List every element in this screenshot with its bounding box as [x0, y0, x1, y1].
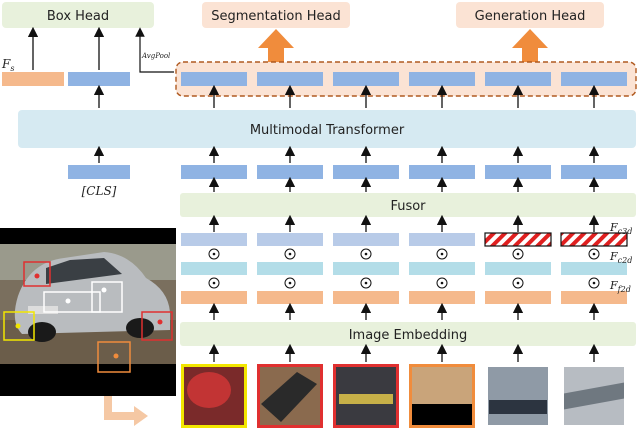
dot-operator-center: [440, 252, 444, 256]
transformer-output-arrows: [208, 84, 600, 108]
fc2d-token: [181, 262, 247, 275]
scene-bbox-orange: [97, 341, 131, 373]
patch-border: [257, 364, 323, 428]
generation-up-arrow: [512, 29, 548, 66]
box-head: [2, 2, 154, 28]
dot-operator-center: [288, 281, 292, 285]
dot-operator-center: [592, 252, 596, 256]
avgpool-label: AvgPool: [141, 52, 170, 60]
fusor: [180, 193, 636, 217]
fused-token: [485, 165, 551, 179]
ff2d-token: [409, 291, 475, 304]
patch-border: [409, 364, 475, 428]
multimodal-transformer: [18, 110, 636, 148]
ff2d-token: [257, 291, 323, 304]
patch-detail: [261, 372, 317, 422]
dot-operator-center: [516, 281, 520, 285]
feature-arrows: [208, 214, 600, 320]
pooled-token: [68, 72, 130, 86]
fc2d-token: [561, 262, 627, 275]
generation-head: [456, 2, 604, 28]
fused-tokens: [181, 165, 627, 179]
fused-arrows: [208, 145, 600, 192]
multimodal-transformer-label: Multimodal Transformer: [250, 123, 405, 138]
ff2d-label: Ff2d: [609, 279, 631, 294]
avgpool-connector: [135, 27, 174, 73]
dot-operator-center: [364, 252, 368, 256]
fc2d-label: Fc2d: [609, 250, 632, 265]
fs-token: [2, 72, 64, 86]
segmentation-head: [202, 2, 350, 28]
patch-border: [485, 364, 551, 428]
fused-token: [257, 165, 323, 179]
image-patch: [485, 364, 551, 428]
ff2d-token: [561, 291, 627, 304]
output-token: [561, 72, 627, 86]
box-head-label: Box Head: [47, 9, 109, 24]
scene-bbox-white-1: [43, 291, 101, 313]
embedding-arrows: [208, 343, 600, 362]
output-token: [333, 72, 399, 86]
patch-detail: [489, 400, 547, 414]
fused-token: [333, 165, 399, 179]
dot-operator-center: [288, 252, 292, 256]
patch-detail: [339, 394, 393, 404]
fc2d-token: [485, 262, 551, 275]
fc3d-token: [333, 233, 399, 246]
ff2d-token: [485, 291, 551, 304]
fc3d-token: [257, 233, 323, 246]
patch-border: [181, 364, 247, 428]
patch-detail: [409, 404, 475, 428]
dot-operator-center: [516, 252, 520, 256]
output-token: [181, 72, 247, 86]
scene-bbox-yellow: [3, 311, 35, 341]
patch-detail: [561, 382, 627, 410]
cls-label: [CLS]: [82, 184, 117, 198]
ff2d-token: [333, 291, 399, 304]
scene-bbox-red-right: [141, 311, 173, 341]
fc3d-token: [560, 232, 628, 247]
fused-token: [181, 165, 247, 179]
patch-detail: [187, 372, 231, 408]
dot-operator-center: [364, 281, 368, 285]
segmentation-head-label: Segmentation Head: [211, 9, 341, 24]
scene-bbox-red-top: [23, 261, 51, 287]
fc3d-token: [409, 233, 475, 246]
fused-token: [561, 165, 627, 179]
dot-operator-center: [592, 281, 596, 285]
crop-arrow: [104, 396, 148, 426]
dot-operator-center: [212, 252, 216, 256]
image-embedding-label: Image Embedding: [349, 328, 468, 343]
scene-image: [0, 228, 176, 396]
patch-border: [333, 364, 399, 428]
dot-operator-center: [440, 281, 444, 285]
output-token: [485, 72, 551, 86]
fs-label: Fs: [1, 57, 14, 73]
output-tokens: [181, 72, 627, 86]
fused-token: [409, 165, 475, 179]
fc3d-token: [484, 232, 552, 247]
fc3d-token: [181, 233, 247, 246]
feature-rows: [181, 232, 628, 304]
segmentation-up-arrow: [258, 29, 294, 66]
cls-token: [68, 165, 130, 179]
fc2d-token: [333, 262, 399, 275]
patch-border: [561, 364, 627, 428]
output-token: [257, 72, 323, 86]
fc3d-label: Fc3d: [609, 221, 632, 236]
scene-bbox-white-2: [91, 281, 123, 313]
fc2d-token: [409, 262, 475, 275]
fc2d-token: [257, 262, 323, 275]
image-embedding: [180, 322, 636, 346]
image-patches: [181, 364, 627, 428]
fusor-label: Fusor: [390, 199, 426, 214]
dot-operator-center: [212, 281, 216, 285]
generation-head-label: Generation Head: [475, 9, 586, 24]
output-token: [409, 72, 475, 86]
ff2d-token: [181, 291, 247, 304]
